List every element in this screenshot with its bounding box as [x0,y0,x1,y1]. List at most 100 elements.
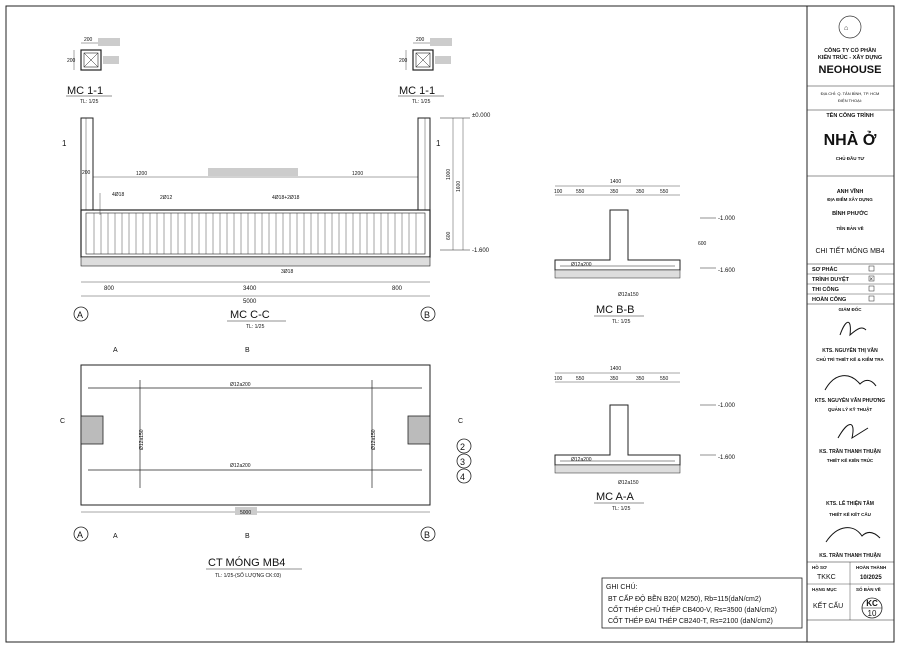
mccc-bar-b: 2Ø12 [160,195,172,201]
mcaa-dim-total: 1400 [610,366,621,372]
mccc-bar-a: 4Ø18 [112,192,124,198]
mcaa-bar-1: Ø12a200 [571,457,592,463]
mcaa-dim-4: 350 [636,376,645,382]
mccc-dim-top-right: 1200 [352,171,363,177]
mcaa-dim-1: 100 [554,376,563,382]
phase-label-2: TRÌNH DUYỆT [812,275,850,283]
plan-title: CT MÓNG MB4 [208,556,285,569]
mcbb-title: MC B-B [596,304,635,316]
role-director: GIÁM ĐỐC [839,306,863,312]
mcbb-dim-1: 100 [554,189,563,195]
mc11-left-dim-h: 200 [67,58,76,64]
mc11-left-dim-w: 200 [84,37,93,43]
phase-check-mark-2: × [870,277,874,283]
role-chief: CHỦ TRÌ THIẾT KẾ & KIỂM TRA [816,355,884,362]
plan-axis-a: A [77,530,83,540]
title-block: ⌂ CÔNG TY CỔ PHẦN KIẾN TRÚC - XÂY DỰNG N… [807,15,894,621]
mccc-scale: TL: 1/25 [246,324,265,330]
mcbb-section: 1400 100 550 350 350 550 -1.000 -1.600 6… [554,179,736,325]
phase-checkbox-3[interactable] [868,285,875,292]
mccc-height-3: 600 [446,231,452,240]
mc11-left-scale: TL: 1/25 [80,99,99,105]
mcbb-dim-5: 550 [660,189,669,195]
mc11-left-title: MC 1-1 [67,85,103,97]
role-qa: QUẢN LÝ KỸ THUẬT [828,406,872,412]
project-name: NHÀ Ở [824,130,877,149]
company-phone: ĐIỆN THOẠI: [838,98,862,103]
plan-circle-4: 4 [460,472,465,482]
plan-sec-c-left: C [60,418,65,425]
qa-signature-icon [837,424,869,440]
brand-name: NEOHOUSE [819,64,882,76]
mcbb-level-top: -1.000 [718,216,736,222]
mcbb-dim-3: 350 [610,189,619,195]
mcbb-dim-4: 350 [636,189,645,195]
mccc-bar-bottom: 3Ø18 [281,269,293,275]
mccc-height-2: 1600 [456,181,462,192]
phase-label-4: HOÀN CÔNG [812,295,846,303]
phase-label-1: SƠ PHÁC [812,266,838,273]
mcaa-scale: TL: 1/25 [612,506,631,512]
director-signature-icon [839,321,867,337]
mcaa-dim-5: 550 [660,376,669,382]
mccc-section: 4Ø18 2Ø12 4Ø18+2Ø18 3Ø18 1200 1200 200 1… [62,113,491,330]
role-struct: THIẾT KẾ KẾT CẤU [829,511,871,517]
mccc-span-1: 800 [104,286,115,292]
phase-checkbox-2[interactable] [868,275,875,282]
mcbb-dim-2: 550 [576,189,585,195]
name-director: KTS. NGUYỄN THỊ VÂN [822,347,878,354]
name-arch: KTS. LÊ THIỆN TÂM [826,499,874,507]
mcbb-dim-total: 1400 [610,179,621,185]
name-qa: KS. TRẦN THANH THUẬN [819,448,881,455]
phase-checkbox-4[interactable] [868,295,875,302]
plan-bar-top: Ø12a200 [230,382,251,388]
mcaa-title: MC A-A [596,491,635,503]
mccc-axis-b: B [424,310,430,320]
mccc-sec-mark-left: 1 [62,139,67,148]
mc11-right-dim-w: 200 [416,37,425,43]
location-value: BÌNH PHƯỚC [832,209,868,217]
mccc-stirrups [93,213,417,254]
mcbb-scale: TL: 1/25 [612,319,631,325]
plan-sec-a-bottom: A [113,533,118,540]
drawing-name: CHI TIẾT MÓNG MB4 [816,245,885,255]
mccc-axis-a: A [77,310,83,320]
mccc-height-1: 1000 [446,169,452,180]
mc11-right-title: MC 1-1 [399,85,435,97]
sheet-code: KC [866,599,878,608]
plan-section: Ø12a200 Ø12a200 Ø12a150 Ø12a150 A B A B … [60,347,472,579]
mccc-total: 5000 [243,299,257,305]
mcbb-bar-1: Ø12a200 [571,262,592,268]
item-value: KẾT CẤU [813,600,843,610]
plan-bar-left: Ø12a150 [139,429,145,450]
mccc-span-3: 800 [392,286,403,292]
plan-sec-b-top: B [245,347,250,354]
mccc-bar-c: 4Ø18+2Ø18 [272,195,300,201]
company-logo-icon [838,15,862,39]
mcbb-bar-2: Ø12a150 [618,292,639,298]
name-struct: KS. TRẦN THANH THUẬN [819,552,881,559]
mc11-right-dim-h: 200 [399,58,408,64]
plan-scale: TL: 1/25-(SỐ LƯỢNG CK:03) [215,572,281,579]
sheet-border [5,5,895,643]
svg-text:⌂: ⌂ [844,25,848,32]
plan-axis-b: B [424,530,430,540]
mccc-level-bottom: -1.600 [472,248,490,254]
mcaa-level-top: -1.000 [718,403,736,409]
plan-circle-3: 3 [460,457,465,467]
plan-bar-bottom: Ø12a200 [230,463,251,469]
mccc-title: MC C-C [230,309,270,321]
owner-label: CHỦ ĐẦU TƯ [836,155,865,161]
mcaa-section: 1400 100 550 350 350 550 -1.000 -1.600 Ø… [554,366,736,512]
plan-circle-2: 2 [460,442,465,452]
sheet-number: 10 [868,609,877,618]
mc11-left-section: 200 200 MC 1-1 TL: 1/25 [66,37,120,105]
plan-bar-right: Ø12a150 [371,429,377,450]
mccc-dim-top-left: 1200 [136,171,147,177]
phase-checkbox-1[interactable] [868,265,875,272]
plan-sec-b-bottom: B [245,533,250,540]
phase-label-3: THI CÔNG [812,285,839,293]
mccc-dim-col: 200 [82,170,91,176]
role-arch: THIẾT KẾ KIẾN TRÚC [827,457,874,463]
